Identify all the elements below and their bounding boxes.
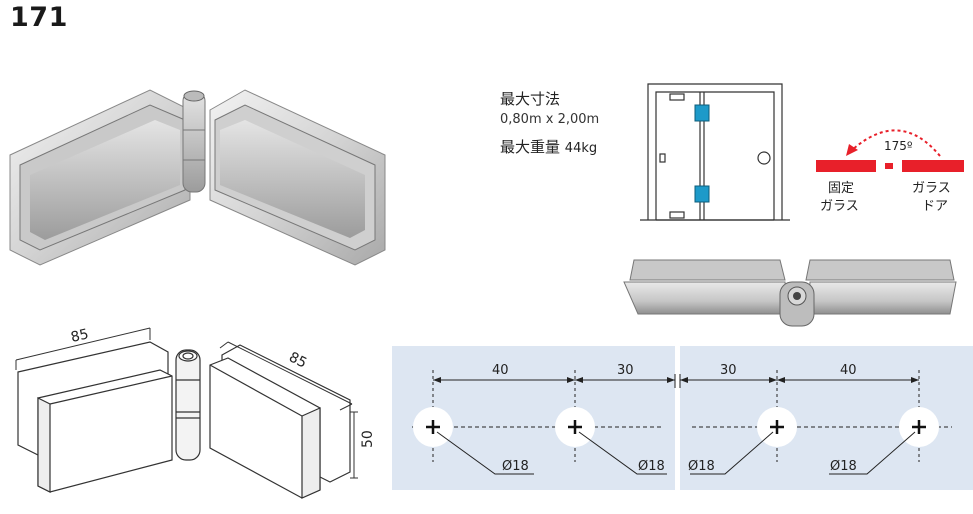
dim-left-outer: 40 — [492, 363, 509, 378]
glass-door-label-2: ドア — [922, 199, 948, 214]
hole-label-2: Ø18 — [638, 459, 665, 474]
glass-door-bar — [902, 160, 964, 172]
dim-height: 50 — [360, 430, 376, 448]
hole-spacing-drawing: 40 30 30 40 Ø18 Ø18 Ø18 Ø18 — [392, 346, 973, 490]
fixed-glass-label-1: 固定 — [828, 181, 854, 196]
dim-right-inner: 30 — [720, 363, 737, 378]
fixed-glass-bar — [816, 160, 876, 172]
hole-label-4: Ø18 — [830, 459, 857, 474]
mounting-holes — [413, 407, 939, 447]
hinge-dimension-drawing: 85 85 50 — [15, 326, 376, 499]
dim-width-right: 85 — [286, 349, 309, 371]
max-size-value: 0,80m x 2,00m — [500, 112, 600, 127]
rotation-diagram: 175º 固定 ガラス ガラス ドア — [816, 129, 964, 214]
hole-label-1: Ø18 — [502, 459, 529, 474]
glass-door-label-1: ガラス — [912, 181, 951, 196]
max-weight-value: 44kg — [564, 141, 598, 156]
door-installation-diagram — [640, 83, 790, 221]
max-weight-label: 最大重量 — [500, 138, 561, 156]
hinge-photo-open — [9, 89, 386, 266]
dim-right-outer: 40 — [840, 363, 857, 378]
rotation-angle: 175º — [884, 139, 913, 153]
fixed-glass-label-2: ガラス — [820, 199, 859, 214]
hole-label-3: Ø18 — [688, 459, 715, 474]
model-number: 171 — [10, 2, 68, 33]
max-size-label: 最大寸法 — [500, 90, 561, 108]
max-weight: 最大重量 44kg — [500, 136, 597, 157]
hinge-photo-flat — [623, 259, 957, 327]
dim-left-inner: 30 — [617, 363, 634, 378]
dim-width-left: 85 — [69, 326, 90, 346]
